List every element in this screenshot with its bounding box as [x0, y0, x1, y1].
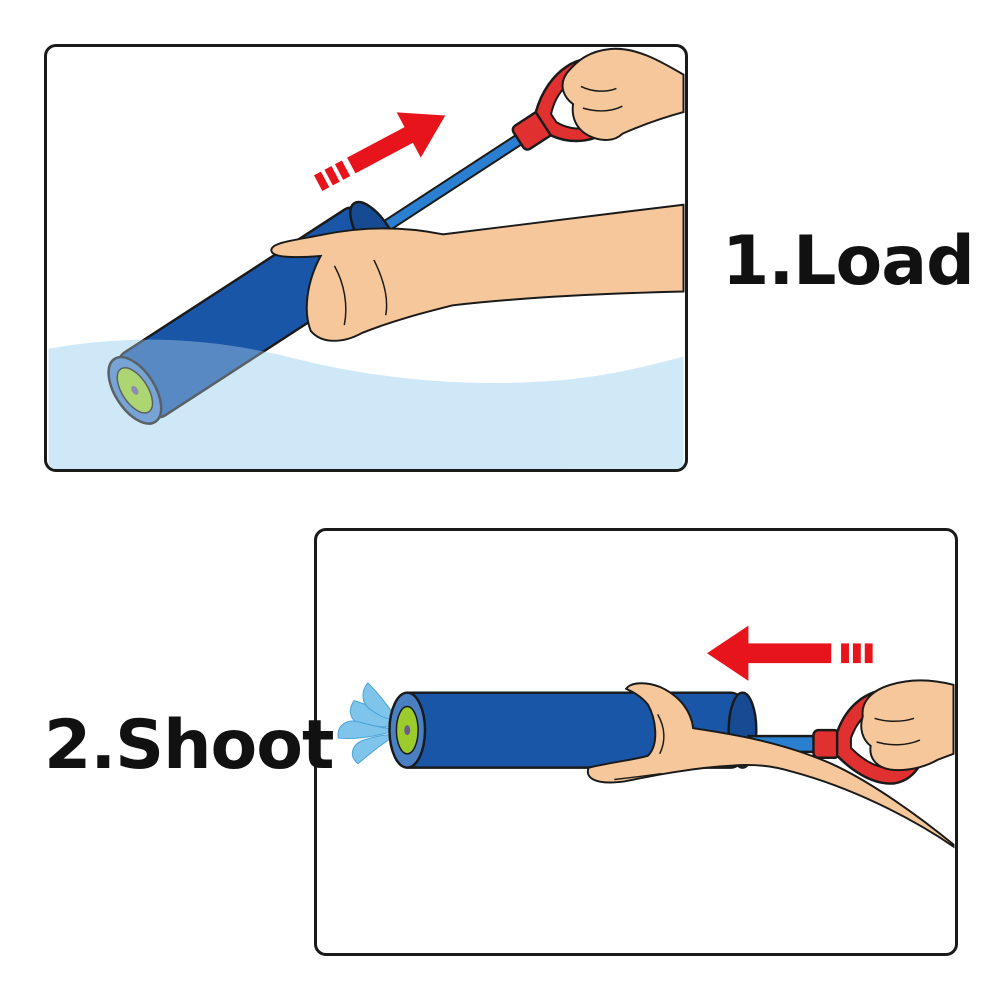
- hand-icon: [586, 682, 955, 849]
- load-step-panel: [44, 44, 688, 472]
- load-illustration: [48, 47, 685, 469]
- arrow-icon: [706, 625, 873, 681]
- arrow-icon: [314, 112, 446, 191]
- water-intake-icon: [57, 410, 113, 469]
- hand-icon: [860, 679, 955, 772]
- hand-icon: [270, 203, 685, 342]
- water-spray-icon: [337, 682, 400, 765]
- step-label-shoot: 2.Shoot: [44, 706, 334, 785]
- step-label-load: 1.Load: [722, 222, 975, 301]
- shoot-step-panel: [314, 528, 958, 956]
- shoot-illustration: [337, 625, 955, 849]
- hand-icon: [561, 47, 685, 141]
